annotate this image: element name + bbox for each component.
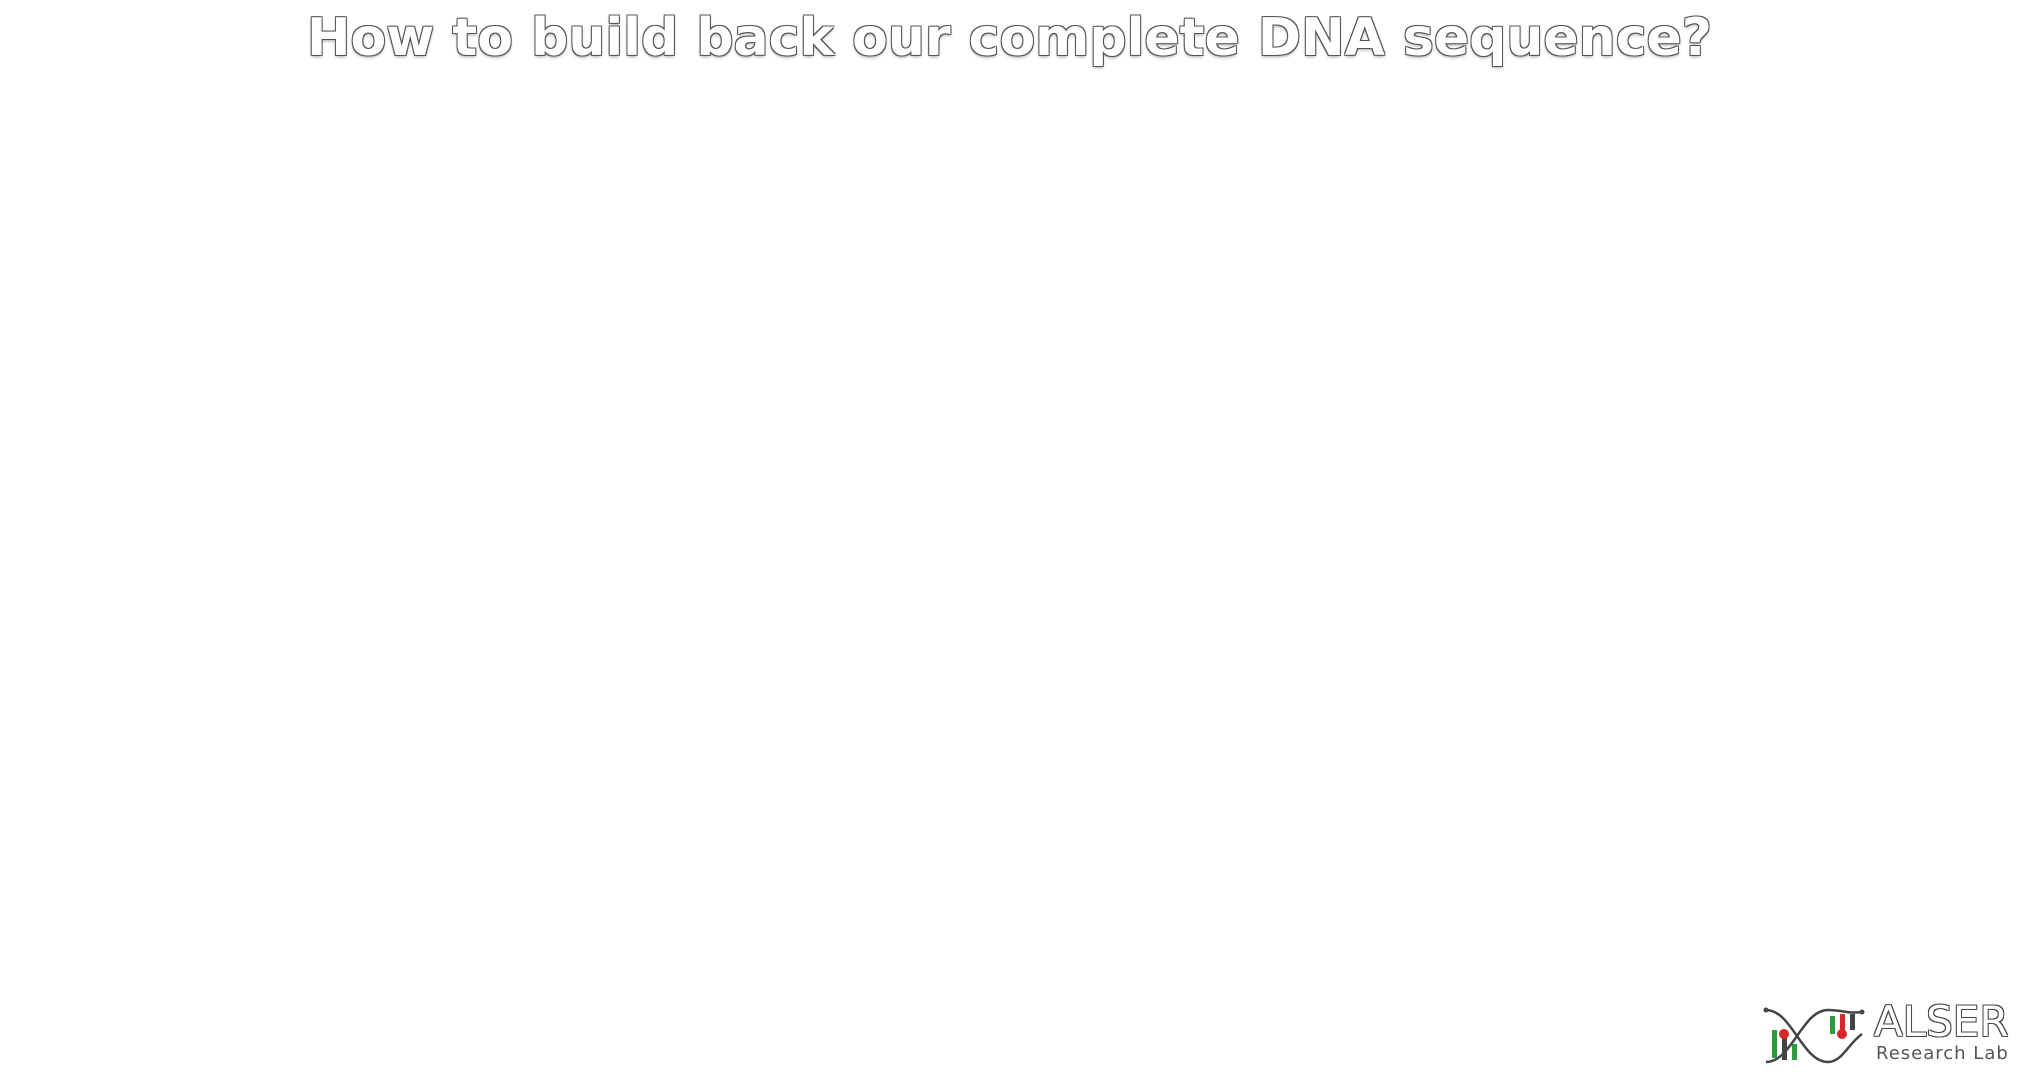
alser-logo: ALSER Research Lab [1762, 1000, 2012, 1070]
logo-name: ALSER [1874, 997, 2009, 1046]
dna-helix-icon [1763, 1007, 1865, 1064]
logo-subtitle: Research Lab [1876, 1043, 2009, 1064]
slide-title: How to build back our complete DNA seque… [307, 8, 1712, 68]
